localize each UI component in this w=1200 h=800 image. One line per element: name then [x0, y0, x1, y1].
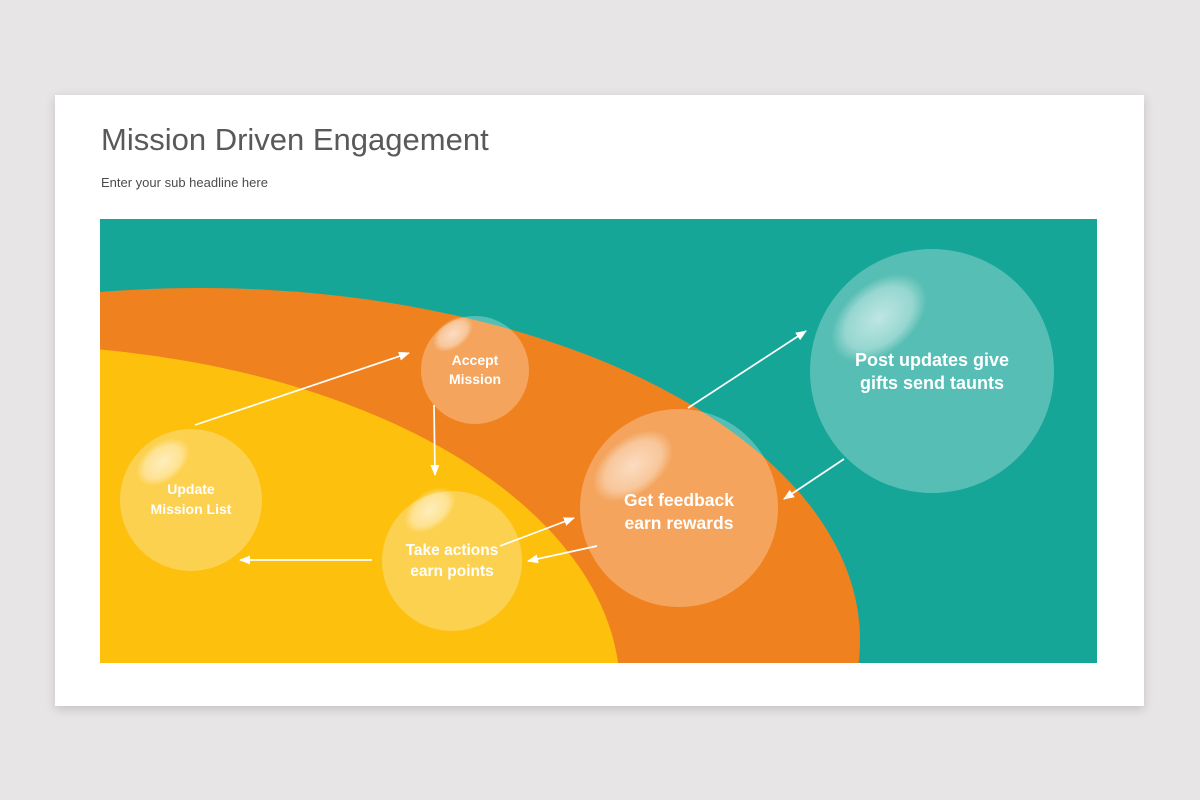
bubble-highlight [831, 273, 927, 363]
bubble-accept-mission [421, 316, 529, 424]
label-take-actions: Take actions earn points [406, 542, 499, 580]
svg-text:Update: Update [167, 481, 215, 497]
svg-text:earn points: earn points [410, 563, 494, 580]
bubble-highlight [404, 487, 456, 533]
svg-text:Get feedback: Get feedback [624, 490, 734, 510]
svg-text:Accept: Accept [452, 352, 499, 368]
bubble-get-feedback [580, 409, 778, 607]
arrow-update-to-accept [194, 351, 410, 426]
bubble-highlight [432, 316, 474, 352]
arrow-post-to-feedback [783, 458, 845, 500]
arrow-feedback-to-post [687, 330, 807, 409]
svg-text:Mission: Mission [449, 371, 501, 387]
svg-text:earn rewards: earn rewards [625, 513, 734, 533]
bubble-update-mission-list [120, 429, 262, 571]
label-post-updates: Post updates give gifts send taunts [855, 350, 1009, 393]
label-update-mission-list: Update Mission List [151, 481, 232, 517]
page-title: Mission Driven Engagement [101, 122, 489, 157]
svg-text:Post updates give: Post updates give [855, 350, 1009, 370]
bubble-highlight [136, 438, 190, 486]
bubble-take-actions [382, 487, 522, 631]
page-subtitle: Enter your sub headline here [101, 175, 268, 190]
arrow-take-to-feedback [499, 517, 575, 547]
arrow-accept-to-take [430, 404, 440, 476]
arrow-feedback-to-take [527, 545, 598, 564]
bubble-post-updates [810, 249, 1054, 493]
label-accept-mission: Accept Mission [449, 352, 501, 387]
engagement-diagram: Update Mission List Accept Mission Take … [100, 219, 1097, 663]
yellow-arc [100, 349, 619, 663]
svg-text:Mission List: Mission List [151, 501, 232, 517]
label-get-feedback: Get feedback earn rewards [624, 490, 734, 533]
slide-card: Mission Driven Engagement Enter your sub… [55, 95, 1144, 706]
svg-text:Take actions: Take actions [406, 542, 499, 559]
bubble-highlight [592, 430, 674, 502]
svg-text:gifts send taunts: gifts send taunts [860, 373, 1004, 393]
